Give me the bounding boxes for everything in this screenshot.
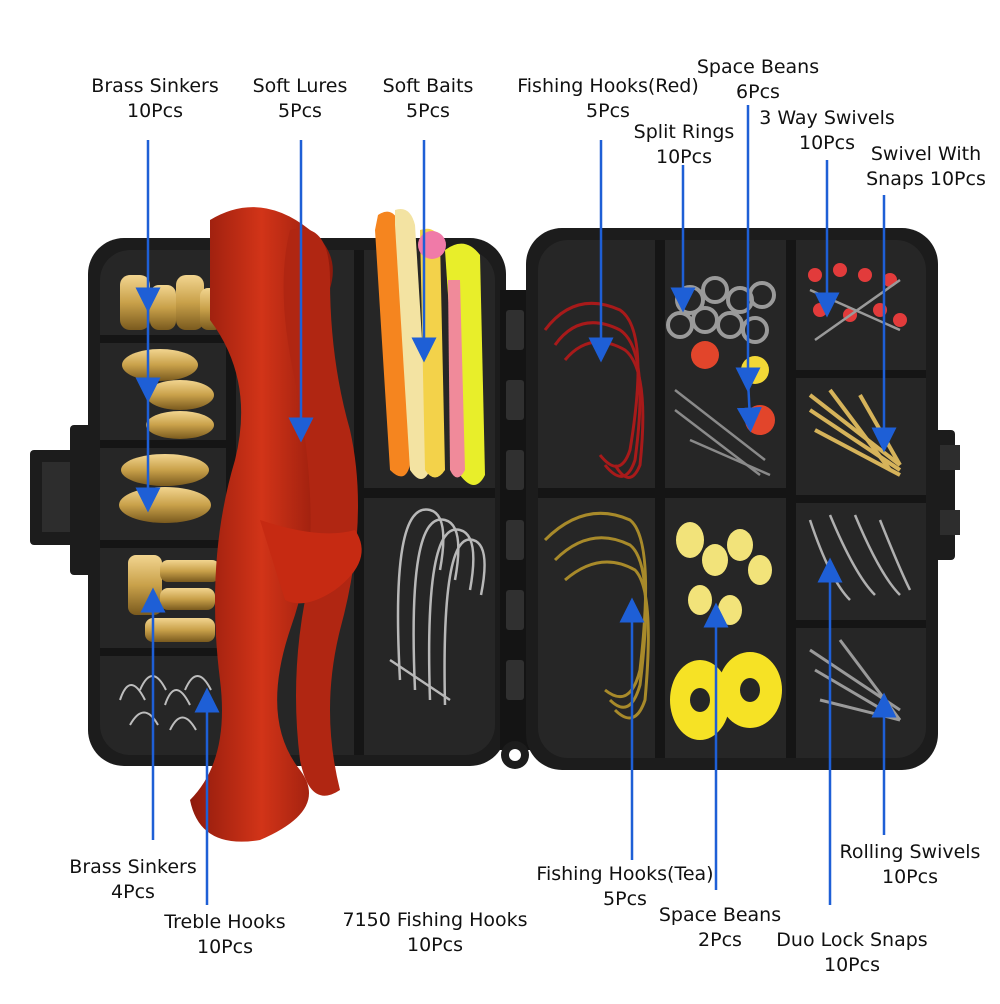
hinge <box>500 290 530 769</box>
label-fishing-hooks-red: Fishing Hooks(Red)5Pcs <box>517 75 699 122</box>
callout-arrows <box>135 105 897 905</box>
soft-baits <box>375 209 485 485</box>
duo-lock-snaps <box>808 514 912 601</box>
split-rings <box>666 276 776 344</box>
label-fishing-hooks-tea: Fishing Hooks(Tea)5Pcs <box>536 863 714 910</box>
brass-sinkers-bottom <box>128 555 220 642</box>
snaps-mid <box>674 389 771 477</box>
swivel-with-snaps <box>808 388 902 477</box>
7150-fishing-hooks <box>389 508 486 706</box>
